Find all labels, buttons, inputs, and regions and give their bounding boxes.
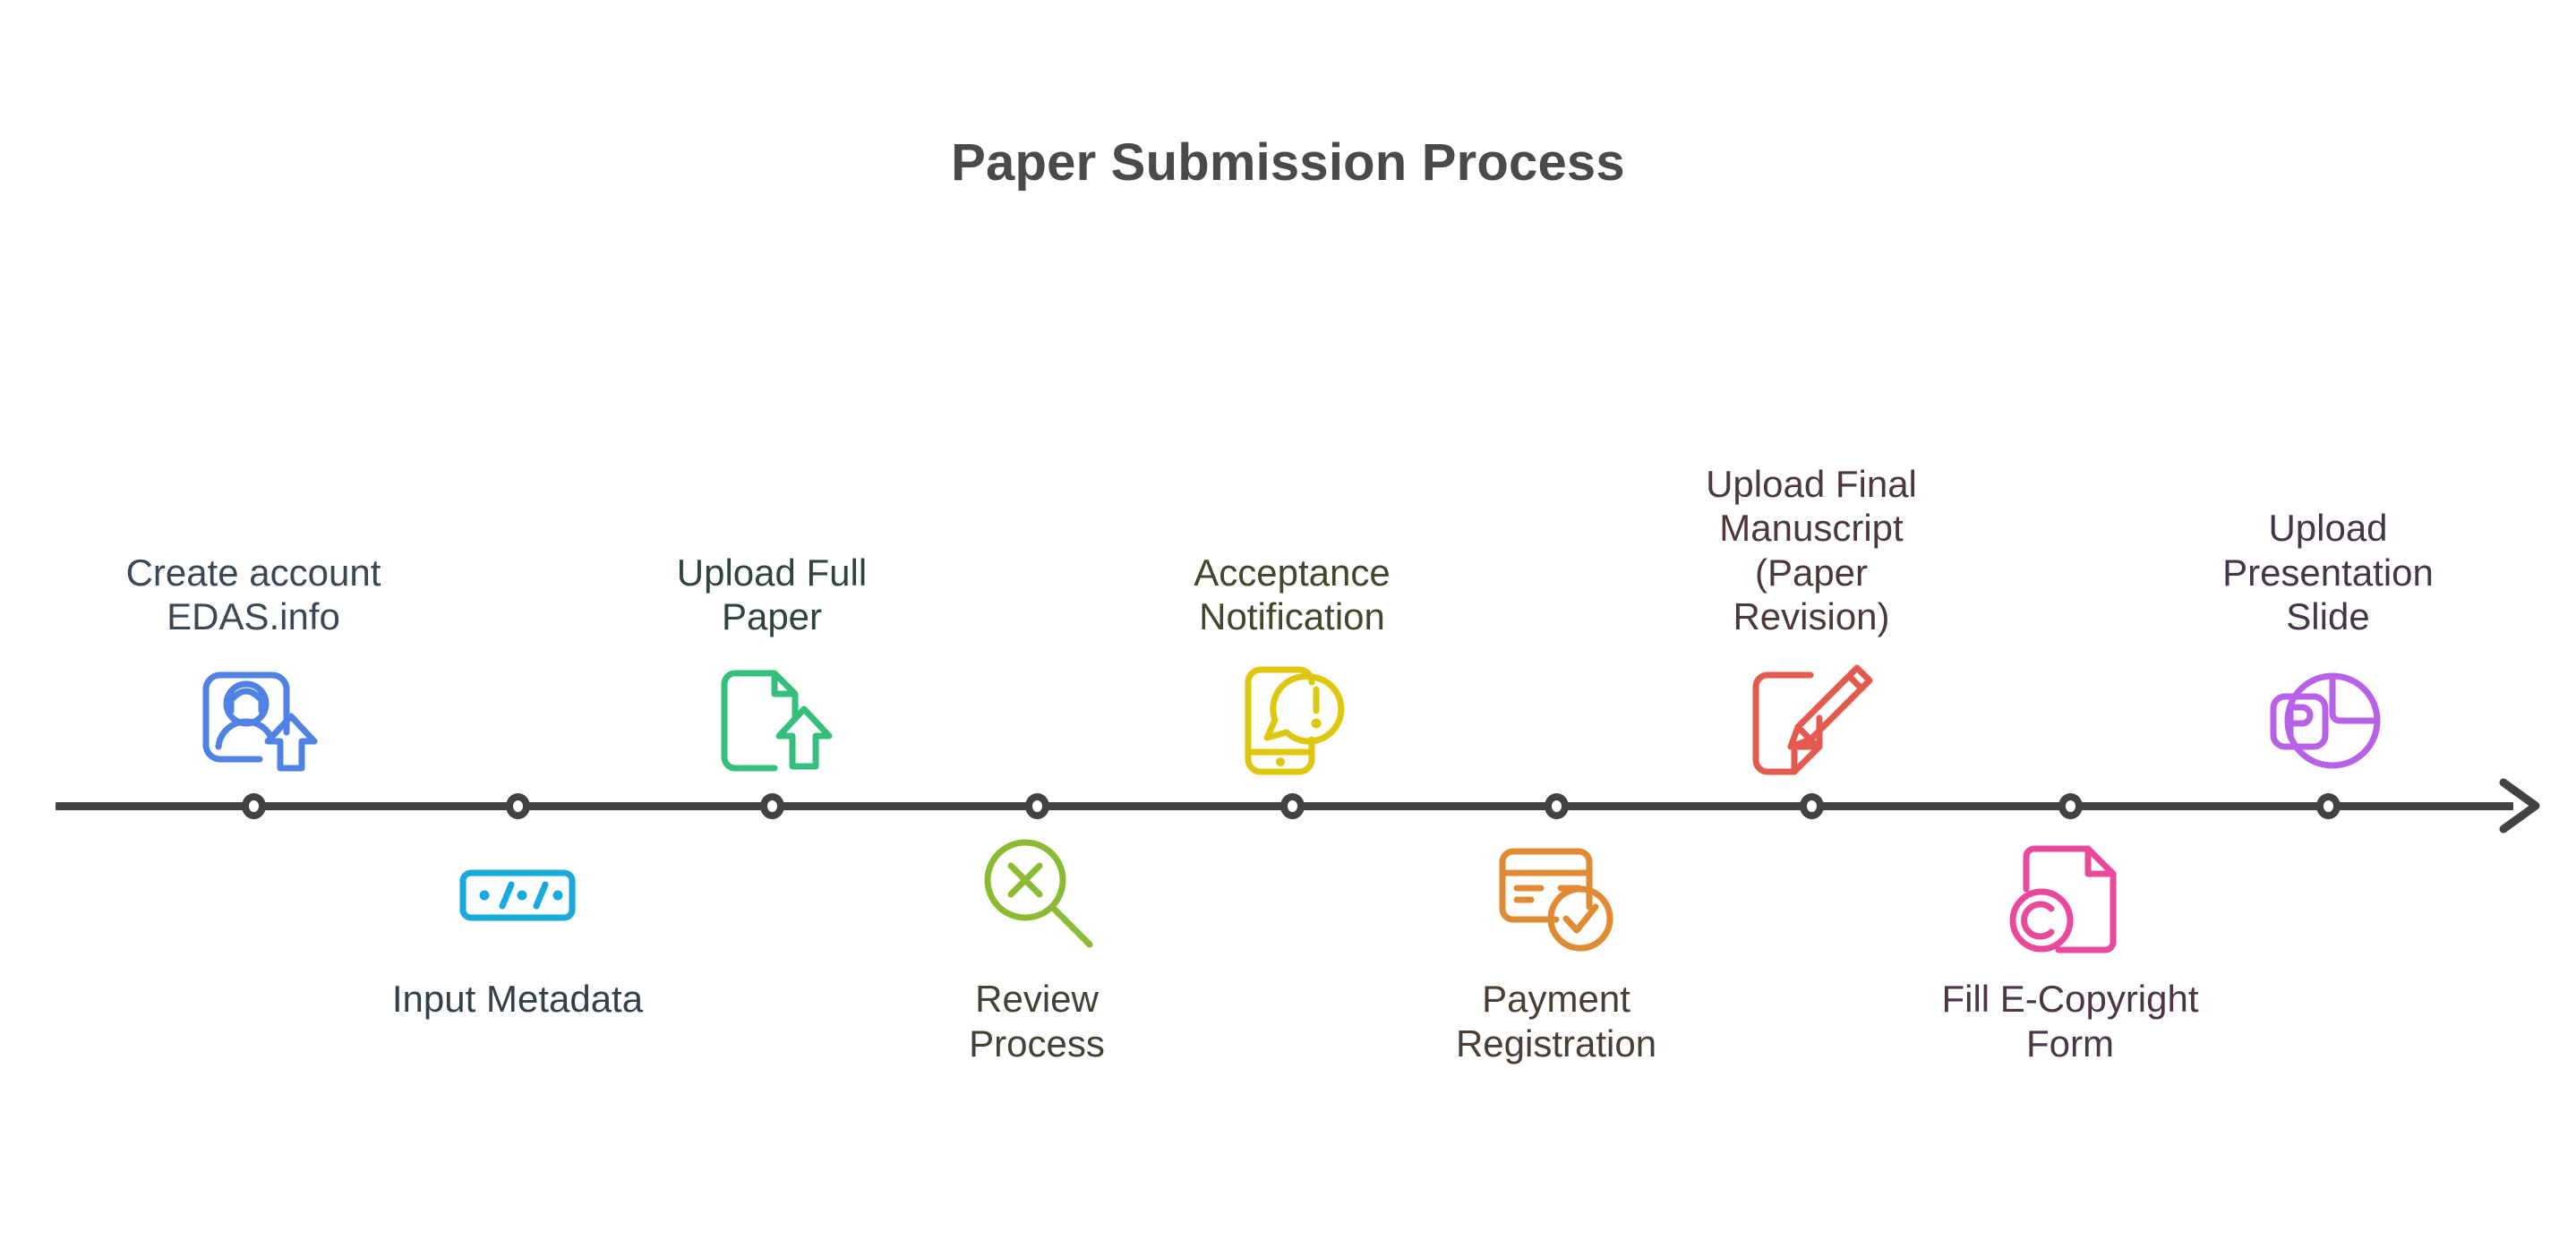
step-label-5: Acceptance Notification	[1194, 551, 1391, 638]
document-upload-icon	[584, 654, 960, 788]
page-title: Paper Submission Process	[951, 133, 1625, 192]
timeline-step-4[interactable]: Review Process	[849, 828, 1225, 1204]
timeline-node-dot-4[interactable]	[1024, 793, 1049, 819]
timeline-node-dot-6[interactable]	[1544, 793, 1569, 819]
step-label-2: Input Metadata	[391, 978, 644, 1020]
presentation-slide-p-icon	[2140, 654, 2516, 788]
timeline-node-dot-3[interactable]	[759, 793, 784, 819]
timeline-node-dot-5[interactable]	[1279, 793, 1305, 819]
timeline-node-dot-7[interactable]	[1799, 793, 1824, 819]
timeline-step-1[interactable]: Create account EDAS.info	[65, 206, 441, 788]
document-copyright-icon	[1882, 828, 2258, 962]
timeline-node-dot-8[interactable]	[2058, 793, 2083, 819]
document-pencil-edit-icon	[1623, 654, 1999, 788]
credit-card-check-icon	[1368, 828, 1744, 962]
step-label-4: Review Process	[969, 978, 1105, 1065]
step-label-6: Payment Registration	[1455, 978, 1657, 1065]
timeline-step-5[interactable]: Acceptance Notification	[1104, 206, 1480, 788]
timeline-node-dot-1[interactable]	[241, 793, 266, 819]
timeline-arrow-head-icon	[2496, 774, 2559, 838]
step-label-7: Upload Final Manuscript (Paper Revision)	[1706, 462, 1917, 638]
timeline-step-2[interactable]: Input Metadata	[329, 828, 706, 1204]
metadata-date-field-icon	[329, 828, 706, 962]
timeline-node-dot-2[interactable]	[505, 793, 530, 819]
timeline-step-3[interactable]: Upload Full Paper	[584, 206, 960, 788]
timeline-node-dot-9[interactable]	[2315, 793, 2341, 819]
step-label-9: Upload Presentation Slide	[2222, 507, 2434, 638]
step-label-3: Upload Full Paper	[676, 551, 868, 638]
step-label-1: Create account EDAS.info	[125, 551, 381, 638]
timeline-step-9[interactable]: Upload Presentation Slide	[2140, 206, 2516, 788]
timeline-step-8[interactable]: Fill E-Copyright Form	[1882, 828, 2258, 1204]
step-label-8: Fill E-Copyright Form	[1941, 978, 2199, 1065]
phone-notification-alert-icon	[1104, 654, 1480, 788]
timeline-step-6[interactable]: Payment Registration	[1368, 828, 1744, 1204]
user-account-upload-icon	[65, 654, 441, 788]
magnifier-x-icon	[849, 828, 1225, 962]
timeline-step-7[interactable]: Upload Final Manuscript (Paper Revision)	[1623, 206, 1999, 788]
